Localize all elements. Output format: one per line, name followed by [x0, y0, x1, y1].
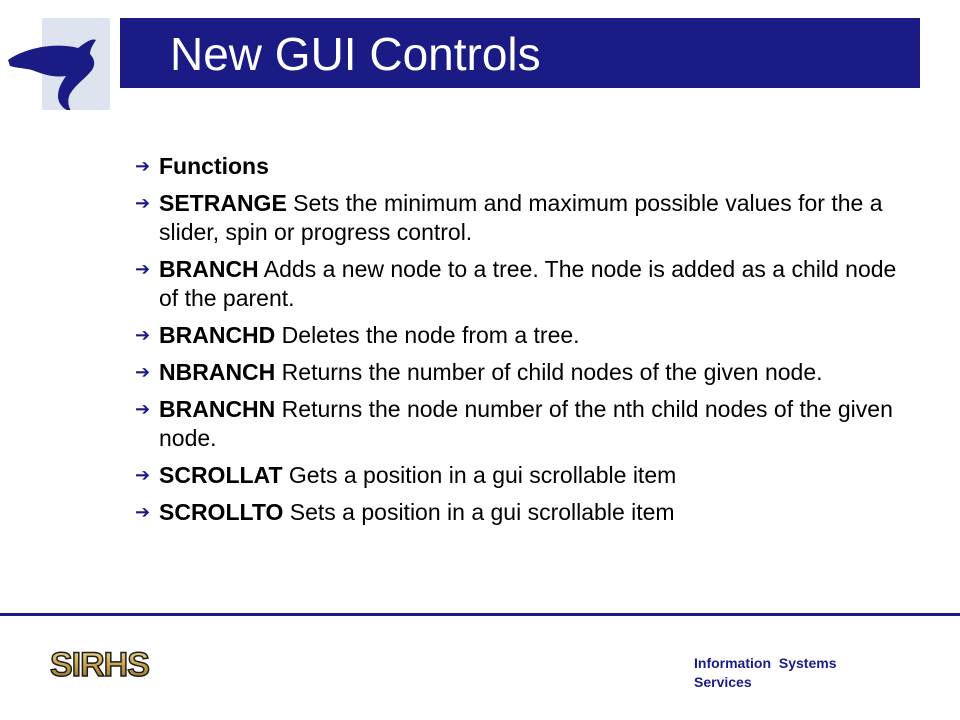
bullet-keyword: NBRANCH — [159, 359, 276, 385]
bullet-item: ➔ SCROLLTO Sets a position in a gui scro… — [135, 498, 915, 527]
bullet-item: ➔ BRANCHD Deletes the node from a tree. — [135, 321, 915, 350]
slide-title: New GUI Controls — [170, 28, 541, 80]
bullet-text: Returns the node number of the nth child… — [159, 396, 893, 451]
bullet-item: ➔ NBRANCH Returns the number of child no… — [135, 358, 915, 387]
bullet-keyword: Functions — [159, 153, 269, 179]
bullet-text: Adds a new node to a tree. The node is a… — [159, 256, 897, 311]
dolphin-icon — [8, 18, 110, 113]
sirhs-logo-icon: SIRHS — [49, 645, 151, 685]
bullet-text: Gets a position in a gui scrollable item — [282, 462, 677, 488]
arrow-right-icon: ➔ — [135, 362, 151, 382]
bullet-list: ➔ Functions ➔ SETRANGE Sets the minimum … — [135, 152, 915, 535]
bullet-item: ➔ SETRANGE Sets the minimum and maximum … — [135, 189, 915, 247]
bullet-keyword: BRANCHD — [159, 322, 276, 348]
bullet-text: Deletes the node from a tree. — [275, 322, 580, 348]
arrow-right-icon: ➔ — [135, 156, 151, 176]
bullet-item: ➔ Functions — [135, 152, 915, 181]
arrow-right-icon: ➔ — [135, 502, 151, 522]
bullet-keyword: BRANCHN — [159, 396, 276, 422]
dolphin-logo — [0, 18, 110, 113]
title-bar: New GUI Controls — [120, 18, 920, 88]
arrow-right-icon: ➔ — [135, 325, 151, 345]
footer-org: Information Systems Services — [694, 654, 874, 692]
arrow-right-icon: ➔ — [135, 465, 151, 485]
bullet-item: ➔ BRANCHN Returns the node number of the… — [135, 395, 915, 453]
bullet-keyword: BRANCH — [159, 256, 259, 282]
arrow-right-icon: ➔ — [135, 399, 151, 419]
arrow-right-icon: ➔ — [135, 193, 151, 213]
bullet-text: Sets a position in a gui scrollable item — [283, 499, 675, 525]
bullet-text: Returns the number of child nodes of the… — [275, 359, 823, 385]
footer-org-line1: Information Systems — [694, 655, 837, 671]
bullet-keyword: SCROLLTO — [159, 499, 284, 525]
bullet-keyword: SCROLLAT — [159, 462, 283, 488]
bullet-keyword: SETRANGE — [159, 190, 287, 216]
bullet-text: Sets the minimum and maximum possible va… — [159, 190, 883, 245]
bullet-item: ➔ SCROLLAT Gets a position in a gui scro… — [135, 461, 915, 490]
sirhs-logo: SIRHS — [48, 645, 152, 685]
arrow-right-icon: ➔ — [135, 259, 151, 279]
footer-divider — [0, 613, 960, 616]
svg-text:SIRHS: SIRHS — [50, 646, 149, 682]
bullet-item: ➔ BRANCH Adds a new node to a tree. The … — [135, 255, 915, 313]
footer-org-line2: Services — [694, 674, 752, 690]
